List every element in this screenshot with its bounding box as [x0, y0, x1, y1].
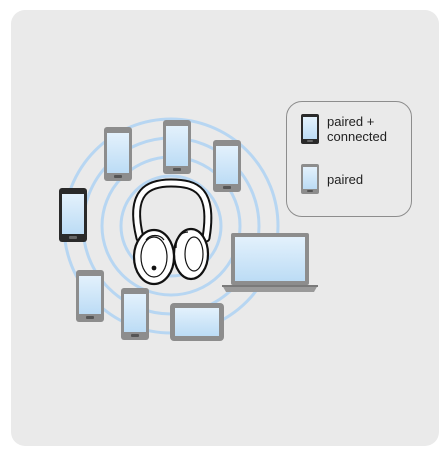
laptop-icon	[222, 233, 318, 292]
smartphone-paired-icon	[301, 164, 319, 194]
legend-box: paired + connected paired	[286, 101, 412, 217]
phone-icon-bottom-left	[76, 270, 104, 322]
tablet-icon	[170, 303, 224, 341]
legend-item-paired: paired	[301, 164, 397, 194]
legend-label-paired: paired	[327, 164, 397, 187]
phone-icon-connected	[59, 188, 87, 242]
phone-icon-bottom	[121, 288, 149, 340]
smartphone-connected-icon	[301, 114, 319, 144]
phone-icon-top	[163, 120, 191, 174]
legend-label-paired-connected: paired + connected	[327, 114, 397, 144]
legend-item-paired-connected: paired + connected	[301, 114, 397, 144]
phone-icon-top-left	[104, 127, 132, 181]
phone-icon-top-right	[213, 140, 241, 192]
headphones-icon	[134, 183, 208, 284]
